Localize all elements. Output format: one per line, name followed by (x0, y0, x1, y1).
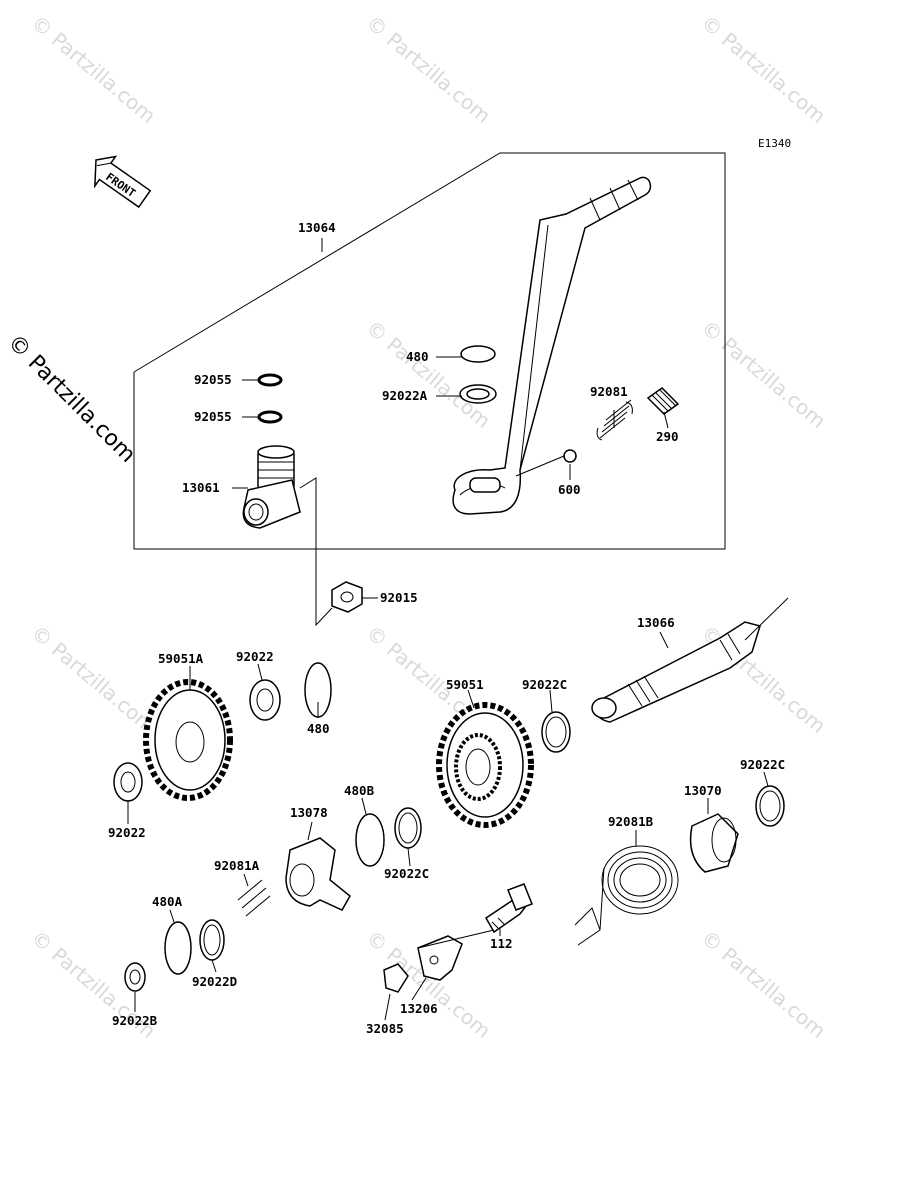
watermark-layer: © Partzilla.com © Partzilla.com © Partzi… (27, 10, 831, 1043)
label-92022B: 92022B (112, 1013, 158, 1028)
o-ring-92055-icon (257, 373, 283, 387)
pin-32085-icon (383, 963, 409, 993)
ratchet-13078-icon (285, 837, 351, 911)
kick-shaft-13066-icon (591, 597, 789, 723)
washer-92022B-icon (124, 962, 146, 992)
label-59051A: 59051A (158, 651, 204, 666)
watermark: © Partzilla.com (697, 620, 831, 738)
gear-59051-icon (436, 702, 534, 828)
holder-13070-icon (689, 813, 739, 873)
circlip-480-icon (460, 345, 496, 363)
ball-600-icon (563, 449, 577, 463)
label-112: 112 (490, 936, 513, 951)
front-arrow: FRONT (93, 155, 152, 209)
label-13061: 13061 (182, 480, 220, 495)
label-290: 290 (656, 429, 679, 444)
label-13066: 13066 (637, 615, 675, 630)
boss-13061-icon (242, 445, 301, 529)
label-480: 480 (307, 721, 330, 736)
circlip-480A-icon (164, 921, 192, 975)
label-92022: 92022 (108, 825, 146, 840)
label-92022: 92022 (236, 649, 274, 664)
label-480A: 480A (152, 894, 183, 909)
circlip-480B-icon (355, 813, 385, 867)
assembly-box-13064 (133, 152, 726, 550)
label-13078: 13078 (290, 805, 328, 820)
label-92022C: 92022C (384, 866, 429, 881)
label-13206: 13206 (400, 1001, 438, 1016)
label-13064: 13064 (298, 220, 336, 235)
label-59051: 59051 (446, 677, 484, 692)
leader-lines (127, 356, 769, 1021)
spring-92081-icon (596, 399, 633, 441)
label-92081B: 92081B (608, 814, 654, 829)
label-92022A: 92022A (382, 388, 428, 403)
label-600: 600 (558, 482, 581, 497)
watermark: © Partzilla.com (362, 10, 496, 128)
label-32085: 32085 (366, 1021, 404, 1036)
part-labels: 13064 480 92022A 92055 92055 92081 290 6… (108, 220, 785, 1036)
gear-59051A-icon (143, 679, 233, 801)
watermark: © Partzilla.com (27, 620, 161, 738)
label-92081: 92081 (590, 384, 628, 399)
washer-92022A-inner (466, 388, 490, 400)
watermark: © Partzilla.com (697, 315, 831, 433)
label-13070: 13070 (684, 783, 722, 798)
label-92022D: 92022D (192, 974, 237, 989)
label-92055: 92055 (194, 409, 232, 424)
label-92022C: 92022C (740, 757, 785, 772)
watermark: © Partzilla.com (27, 10, 161, 128)
figure-code: E1340 (758, 137, 791, 150)
kick-pedal-arm (452, 176, 652, 515)
guide-13206-icon (417, 935, 463, 981)
spring-92081B-icon (574, 845, 679, 946)
pin-290-icon (646, 387, 680, 415)
label-92055: 92055 (194, 372, 232, 387)
washer-92022-icon (249, 679, 281, 721)
washer-92022-icon (113, 762, 143, 802)
label-92015: 92015 (380, 590, 418, 605)
o-ring-92055-icon (257, 410, 283, 424)
label-480: 480 (406, 349, 429, 364)
spring-92081A-icon (237, 879, 271, 917)
nut-92015-icon (331, 581, 363, 613)
label-92081A: 92081A (214, 858, 260, 873)
label-480B: 480B (344, 783, 375, 798)
bolt-112-icon (485, 883, 533, 934)
watermark: © Partzilla.com (697, 10, 831, 128)
watermark: © Partzilla.com (362, 315, 496, 433)
watermark: © Partzilla.com (697, 925, 831, 1043)
label-92022C: 92022C (522, 677, 567, 692)
